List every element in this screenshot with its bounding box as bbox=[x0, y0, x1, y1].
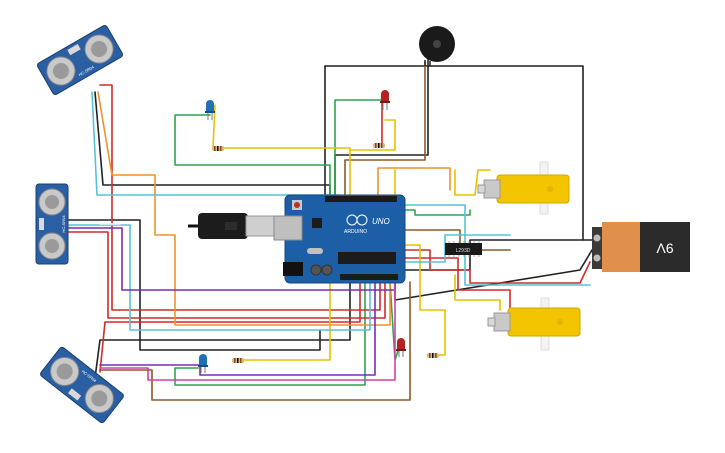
atmega-chip bbox=[338, 252, 396, 264]
usb-plug-body bbox=[198, 213, 248, 239]
wire-red[interactable] bbox=[401, 249, 591, 284]
analog-power-header bbox=[340, 274, 398, 280]
crystal-oscillator bbox=[307, 248, 323, 254]
usb-cable[interactable] bbox=[188, 213, 277, 239]
arduino-uno-board[interactable]: ARDUINO UNO bbox=[273, 194, 406, 284]
reset-button-cap bbox=[294, 202, 300, 208]
digital-header bbox=[325, 196, 397, 202]
usb-port bbox=[273, 215, 303, 241]
ultrasonic-sensor-1[interactable]: HC-SR04 bbox=[36, 24, 124, 95]
usb-plug-tip bbox=[245, 215, 277, 237]
power-jack bbox=[283, 262, 303, 276]
driver-label: L293D bbox=[456, 248, 471, 254]
wire-yellow[interactable] bbox=[454, 274, 501, 311]
board-model: UNO bbox=[372, 217, 390, 226]
battery-terminals bbox=[592, 227, 602, 269]
wire-red[interactable] bbox=[99, 84, 381, 311]
crystal bbox=[39, 218, 44, 230]
crystal bbox=[67, 44, 81, 56]
buzzer-hole bbox=[433, 40, 441, 48]
battery-label: 9V bbox=[656, 240, 674, 256]
wire-brown[interactable] bbox=[344, 61, 426, 196]
dc-motor-top[interactable] bbox=[477, 161, 570, 215]
usb-icon bbox=[225, 222, 237, 230]
dc-motor-bottom[interactable] bbox=[487, 297, 581, 351]
wire-green[interactable] bbox=[334, 99, 386, 196]
sensor-label: HC-SR04 bbox=[61, 215, 66, 233]
wire-red[interactable] bbox=[401, 257, 511, 321]
usb-chip bbox=[312, 218, 322, 228]
resistor-4[interactable] bbox=[427, 353, 439, 358]
wire-brown[interactable] bbox=[401, 229, 511, 251]
battery-body bbox=[640, 222, 690, 272]
capacitor bbox=[321, 264, 333, 276]
wire-black[interactable] bbox=[324, 65, 584, 241]
wire-white[interactable] bbox=[67, 221, 121, 225]
motor-can bbox=[493, 312, 511, 332]
resistor-3[interactable] bbox=[232, 358, 244, 363]
gearbox bbox=[496, 174, 570, 204]
wire-red[interactable] bbox=[374, 99, 383, 146]
led-red-bottom[interactable] bbox=[396, 338, 406, 357]
wire-orange[interactable] bbox=[97, 91, 391, 326]
wire-green[interactable] bbox=[174, 114, 331, 196]
wire-black[interactable] bbox=[94, 281, 351, 379]
ultrasonic-sensor-2[interactable]: HC-SR04 bbox=[35, 183, 69, 265]
capacitor bbox=[310, 264, 322, 276]
transducer-right-mesh bbox=[91, 390, 108, 407]
wire-purple[interactable] bbox=[99, 281, 376, 376]
ultrasonic-sensor-3[interactable]: HC-SR04 bbox=[39, 346, 124, 424]
battery-9v[interactable]: 9V bbox=[592, 222, 690, 272]
motor-can bbox=[483, 179, 501, 199]
wire-red[interactable] bbox=[67, 231, 386, 319]
board-brand: ARDUINO bbox=[344, 229, 367, 235]
wire-brown[interactable] bbox=[99, 281, 411, 401]
wire-magenta[interactable] bbox=[99, 281, 396, 381]
wire-yellow[interactable] bbox=[349, 119, 396, 151]
wire-cyan[interactable] bbox=[91, 91, 341, 196]
wire-yellow[interactable] bbox=[212, 104, 351, 196]
transducer-left-mesh bbox=[56, 363, 73, 380]
wire-orange[interactable] bbox=[377, 167, 451, 196]
battery-body-accent bbox=[602, 222, 642, 272]
transducer-left-mesh bbox=[52, 63, 69, 79]
wire-green[interactable] bbox=[174, 281, 366, 386]
wire-yellow[interactable] bbox=[454, 169, 491, 196]
wire-cyan[interactable] bbox=[67, 224, 371, 331]
led-blue-top[interactable] bbox=[205, 100, 215, 120]
crystal bbox=[68, 388, 82, 401]
resistor-1[interactable] bbox=[212, 146, 224, 151]
wire-yellow[interactable] bbox=[401, 244, 446, 356]
wire-red[interactable] bbox=[99, 281, 361, 373]
wire-green[interactable] bbox=[401, 209, 471, 216]
resistor-2[interactable] bbox=[373, 143, 385, 148]
led-blue-bottom[interactable] bbox=[198, 354, 208, 373]
led-red-top[interactable] bbox=[380, 90, 390, 110]
piezo-buzzer[interactable] bbox=[419, 26, 455, 66]
transducer-left-mesh bbox=[45, 239, 59, 253]
motor-driver-ic[interactable]: L293D bbox=[445, 241, 482, 257]
transducer-right-mesh bbox=[91, 41, 108, 57]
wire-black[interactable] bbox=[67, 219, 321, 351]
wires bbox=[67, 59, 593, 401]
wire-yellow[interactable] bbox=[239, 281, 331, 361]
gearbox bbox=[507, 307, 581, 337]
transducer-right-mesh bbox=[45, 195, 59, 209]
